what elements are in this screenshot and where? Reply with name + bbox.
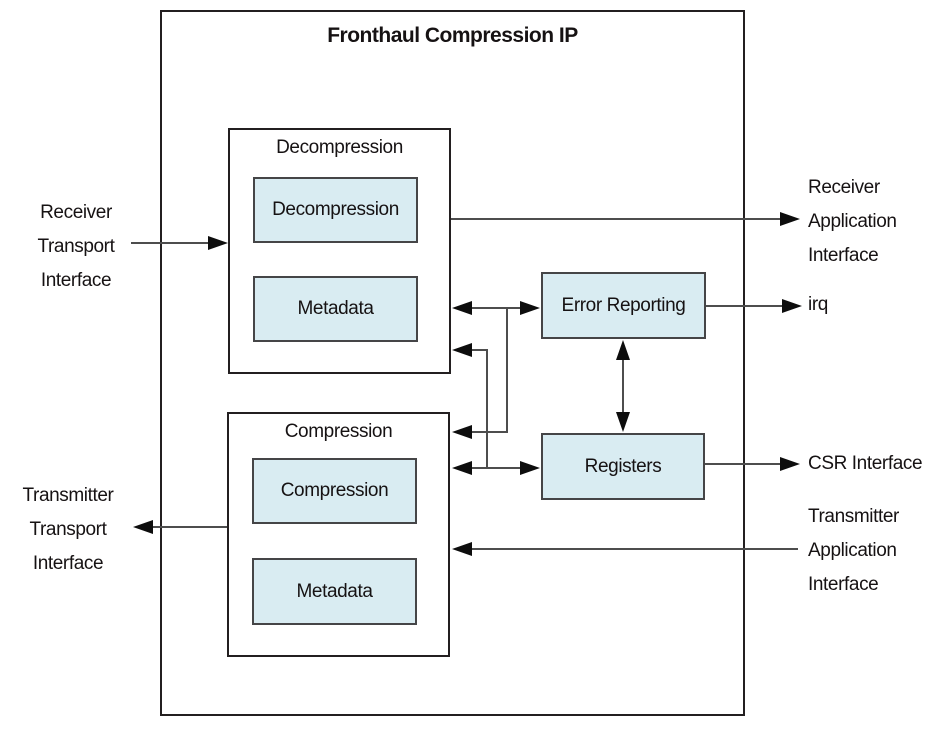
label-line: Receiver [808,177,880,198]
arrowhead-right-icon [780,212,800,226]
transmitter-transport-interface-label: Transmitter Transport Interface [12,479,124,581]
arrowhead-right-icon [782,299,802,313]
error-reporting-block: Error Reporting [541,272,706,339]
transmitter-application-interface-label: Transmitter Application Interface [808,500,933,602]
label-line: Interface [40,270,112,291]
label-line: Interface [808,574,879,595]
label-line: Interface [808,245,879,266]
decompression-metadata-block: Metadata [253,276,418,342]
receiver-application-interface-label: Receiver Application Interface [808,171,933,273]
registers-block: Registers [541,433,705,500]
label-line: Transmitter [22,485,114,506]
label-line: Receiver [40,202,112,223]
label-line: Transmitter [808,506,899,527]
receiver-transport-interface-label: Receiver Transport Interface [20,196,132,298]
label-line: Transport [37,236,115,257]
label-line: Application [808,540,897,561]
label-line: Application [808,211,897,232]
compression-engine-block: Compression [252,458,417,524]
arrowhead-right-icon [780,457,800,471]
decompression-group-title: Decompression [276,137,403,158]
decompression-engine-block: Decompression [253,177,418,243]
csr-interface-label: CSR Interface [808,453,923,474]
irq-label: irq [808,294,828,315]
diagram-title: Fronthaul Compression IP [327,24,578,47]
compression-group-title: Compression [284,421,393,442]
arrowhead-left-icon [133,520,153,534]
label-line: Transport [29,519,107,540]
label-line: Interface [32,553,104,574]
compression-metadata-block: Metadata [252,558,417,625]
